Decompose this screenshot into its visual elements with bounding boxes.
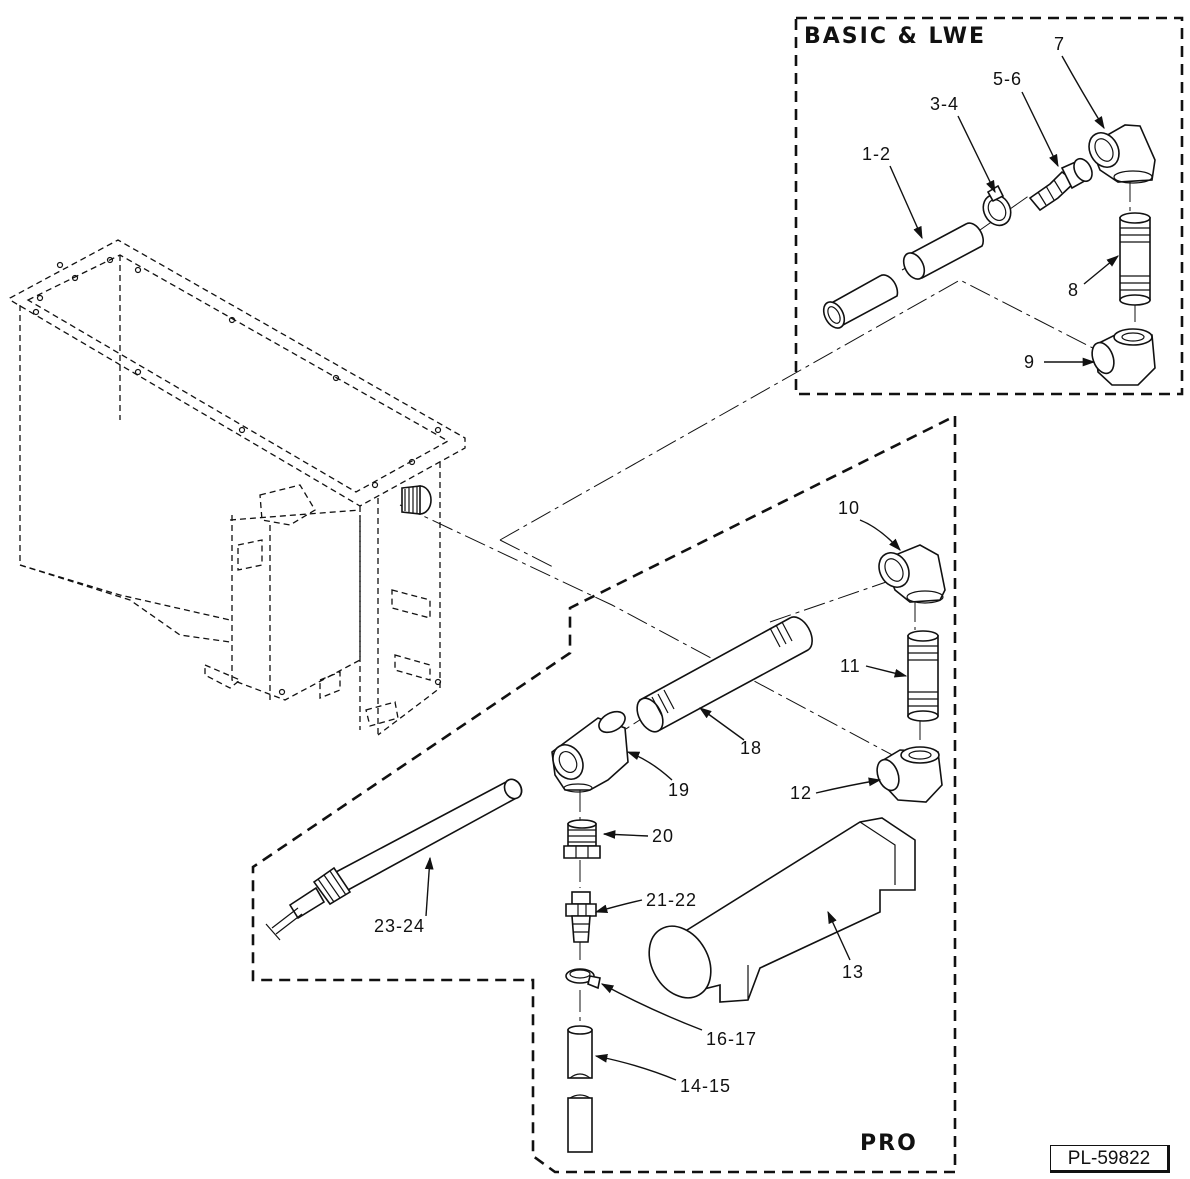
callout-21-22: 21-22 <box>594 890 697 914</box>
basic-lwe-group-border <box>794 16 1184 396</box>
callout-14-15: 14-15 <box>594 1053 731 1096</box>
svg-text:14-15: 14-15 <box>680 1076 731 1096</box>
svg-text:1-2: 1-2 <box>862 144 891 164</box>
part-5-6-hose-barb <box>1028 157 1093 212</box>
part-21-22-hose-barb <box>565 891 597 943</box>
callout-18: 18 <box>698 707 762 758</box>
part-16-17-hose-clamp <box>565 968 601 990</box>
svg-text:5-6: 5-6 <box>993 69 1022 89</box>
callout-10: 10 <box>838 498 901 551</box>
svg-text:12: 12 <box>790 783 812 803</box>
svg-text:18: 18 <box>740 738 762 758</box>
callout-8: 8 <box>1068 255 1119 300</box>
callout-13: 13 <box>827 910 864 982</box>
svg-text:10: 10 <box>838 498 860 518</box>
svg-text:16-17: 16-17 <box>706 1029 757 1049</box>
callout-7: 7 <box>1054 34 1105 130</box>
svg-text:13: 13 <box>842 962 864 982</box>
part-13-drain-channel <box>648 817 916 1003</box>
svg-text:8: 8 <box>1068 280 1079 300</box>
steam-generator-tank <box>9 239 466 736</box>
part-10-elbow <box>878 544 946 604</box>
pro-group-title: PRO <box>860 1131 918 1156</box>
drawing-reference-number: PL-59822 <box>1050 1145 1170 1173</box>
part-7-elbow <box>1088 124 1156 184</box>
svg-text:20: 20 <box>652 826 674 846</box>
callout-16-17: 16-17 <box>600 983 757 1049</box>
basic-lwe-group-title: BASIC & LWE <box>804 24 986 49</box>
callout-20: 20 <box>602 826 674 846</box>
part-23-24-heating-element <box>265 778 523 941</box>
part-11-nipple <box>907 630 939 722</box>
svg-text:19: 19 <box>668 780 690 800</box>
callout-5-6: 5-6 <box>993 69 1059 168</box>
callout-9: 9 <box>1024 352 1096 372</box>
svg-text:9: 9 <box>1024 352 1035 372</box>
part-12-elbow <box>876 746 943 803</box>
callout-3-4: 3-4 <box>930 94 996 194</box>
svg-text:21-22: 21-22 <box>646 890 697 910</box>
part-18-pipe-nipple <box>636 616 813 733</box>
callout-1-2: 1-2 <box>862 144 923 240</box>
svg-text:11: 11 <box>840 656 861 676</box>
callout-23-24: 23-24 <box>374 856 434 936</box>
part-9-elbow <box>1091 328 1156 386</box>
part-8-nipple <box>1119 212 1151 306</box>
callout-11: 11 <box>840 656 908 678</box>
part-20-bushing <box>563 819 601 859</box>
svg-text:7: 7 <box>1054 34 1065 54</box>
pro-group-border <box>251 413 957 1174</box>
callout-12: 12 <box>790 777 882 803</box>
svg-text:23-24: 23-24 <box>374 916 425 936</box>
part-19-tee <box>551 710 629 793</box>
callout-19: 19 <box>626 751 690 800</box>
svg-text:3-4: 3-4 <box>930 94 959 114</box>
part-14-15-hose <box>567 1025 593 1153</box>
part-1-2-hose <box>822 222 984 329</box>
part-3-4-hose-clamp <box>982 184 1012 227</box>
